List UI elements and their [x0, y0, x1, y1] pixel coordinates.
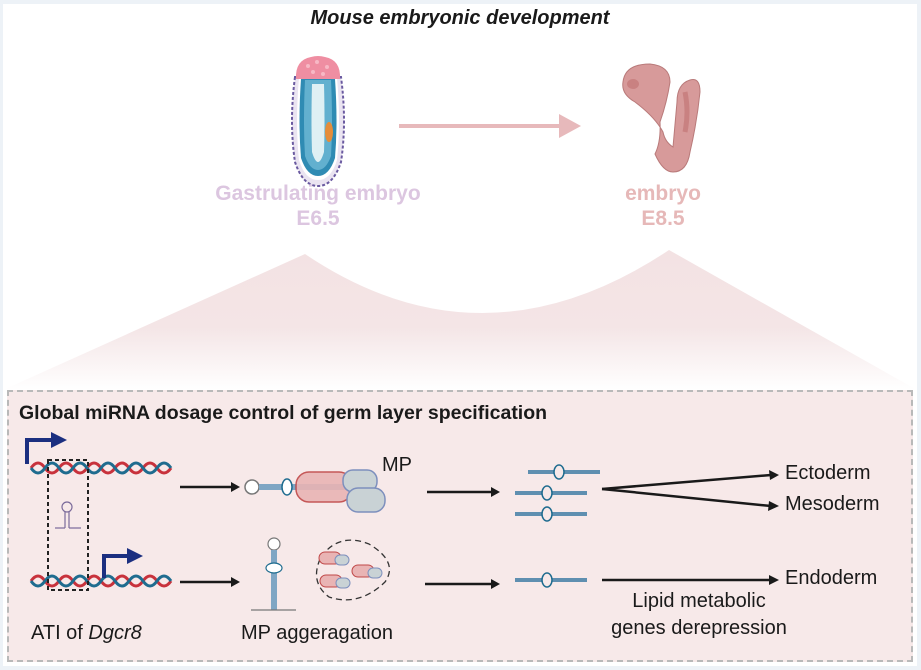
- hairpin-icon: [55, 501, 81, 529]
- stage-e8-5-day: E8.5: [641, 207, 685, 230]
- mp-aggregation-label: MP aggeragation: [241, 622, 393, 644]
- dgcr8-locus-diagram: [25, 432, 779, 611]
- arrow-transcription-bottom: [180, 577, 240, 587]
- figure-title: Mouse embryonic development: [310, 7, 610, 29]
- dna-helix-top: [29, 461, 173, 475]
- lipid-derepression-note: Lipid metabolic genes derepression: [589, 588, 809, 642]
- gastrulating-embryo-illustration: [291, 56, 345, 188]
- ati-prefix: ATI of: [31, 622, 89, 644]
- mirna-dosage-panel: Global miRNA dosage control of germ laye…: [7, 390, 913, 662]
- stage-e6-5-name: Gastrulating embryo: [215, 182, 421, 205]
- lipid-note-line2: genes derepression: [611, 617, 787, 639]
- e8-5-embryo-illustration: [622, 63, 701, 173]
- arrow-to-mesoderm: [601, 487, 779, 511]
- stage-e8-5-name: embryo: [625, 182, 701, 205]
- promoter-arrow-icon: [25, 432, 67, 464]
- stage-e6-5-label: Gastrulating embryo E6.5: [163, 181, 473, 231]
- mp-label: MP: [382, 454, 412, 476]
- pri-mirna-hairpin-icon: [251, 537, 296, 611]
- microprocessor-complex-icon: [244, 469, 386, 513]
- development-arrow: [399, 114, 581, 138]
- mp-aggregate-icon: [315, 539, 390, 601]
- mirna-duplex-single-icon: [515, 572, 587, 588]
- ati-dgcr8-label: ATI of Dgcr8: [31, 622, 142, 645]
- figure-canvas: Mouse embryonic development Gastrulating…: [3, 4, 917, 666]
- arrow-to-endoderm: [602, 575, 779, 585]
- stage-e8-5-label: embryo E8.5: [573, 181, 753, 231]
- arrow-transcription-top: [180, 482, 240, 492]
- alternative-promoter-arrow-icon: [102, 548, 143, 578]
- panel-title: Global miRNA dosage control of germ laye…: [19, 402, 548, 424]
- dna-helix-bottom: [29, 574, 173, 588]
- arrow-mp-to-mirna: [427, 487, 500, 497]
- stage-e6-5-day: E6.5: [296, 207, 340, 230]
- arrow-aggregation-to-mirna: [425, 579, 500, 589]
- arrow-to-ectoderm: [601, 470, 779, 491]
- zoom-fan: [3, 250, 917, 390]
- lipid-note-line1: Lipid metabolic: [632, 590, 766, 612]
- dashed-locus-box: [47, 459, 89, 591]
- mirna-duplex-icon: [515, 464, 600, 522]
- mesoderm-label: Mesoderm: [785, 493, 880, 515]
- endoderm-label: Endoderm: [785, 567, 878, 589]
- gene-name: Dgcr8: [88, 622, 142, 644]
- ectoderm-label: Ectoderm: [785, 462, 871, 484]
